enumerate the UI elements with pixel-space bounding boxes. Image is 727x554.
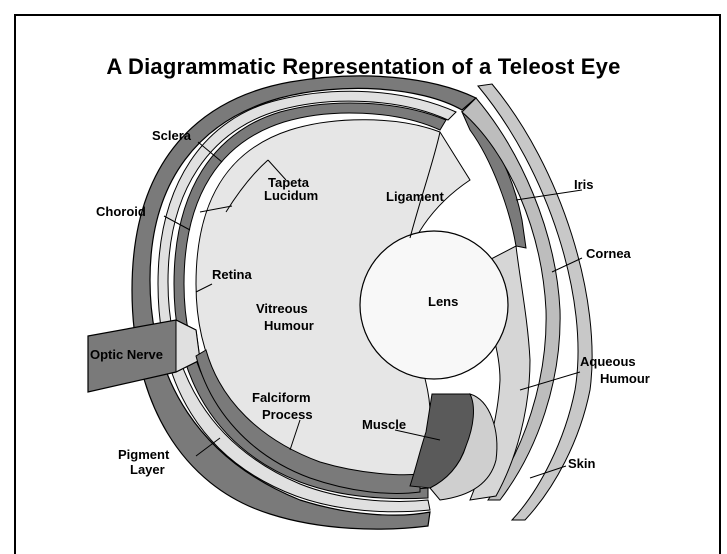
label-pigment-1: Pigment bbox=[118, 447, 170, 462]
eye-diagram: Sclera Tapeta Lucidum Choroid Ligament I… bbox=[0, 0, 727, 540]
label-muscle: Muscle bbox=[362, 417, 406, 432]
label-falciform-1: Falciform bbox=[252, 390, 311, 405]
label-optic-nerve: Optic Nerve bbox=[90, 347, 163, 362]
label-retina: Retina bbox=[212, 267, 253, 282]
label-skin: Skin bbox=[568, 456, 596, 471]
label-choroid: Choroid bbox=[96, 204, 146, 219]
label-vitreous-1: Vitreous bbox=[256, 301, 308, 316]
label-aqueous-1: Aqueous bbox=[580, 354, 636, 369]
label-cornea: Cornea bbox=[586, 246, 632, 261]
label-sclera: Sclera bbox=[152, 128, 192, 143]
label-lens: Lens bbox=[428, 294, 458, 309]
label-falciform-2: Process bbox=[262, 407, 313, 422]
label-pigment-2: Layer bbox=[130, 462, 165, 477]
label-ligament: Ligament bbox=[386, 189, 444, 204]
label-aqueous-2: Humour bbox=[600, 371, 650, 386]
label-tapeta-2: Lucidum bbox=[264, 188, 318, 203]
label-iris: Iris bbox=[574, 177, 594, 192]
label-vitreous-2: Humour bbox=[264, 318, 314, 333]
